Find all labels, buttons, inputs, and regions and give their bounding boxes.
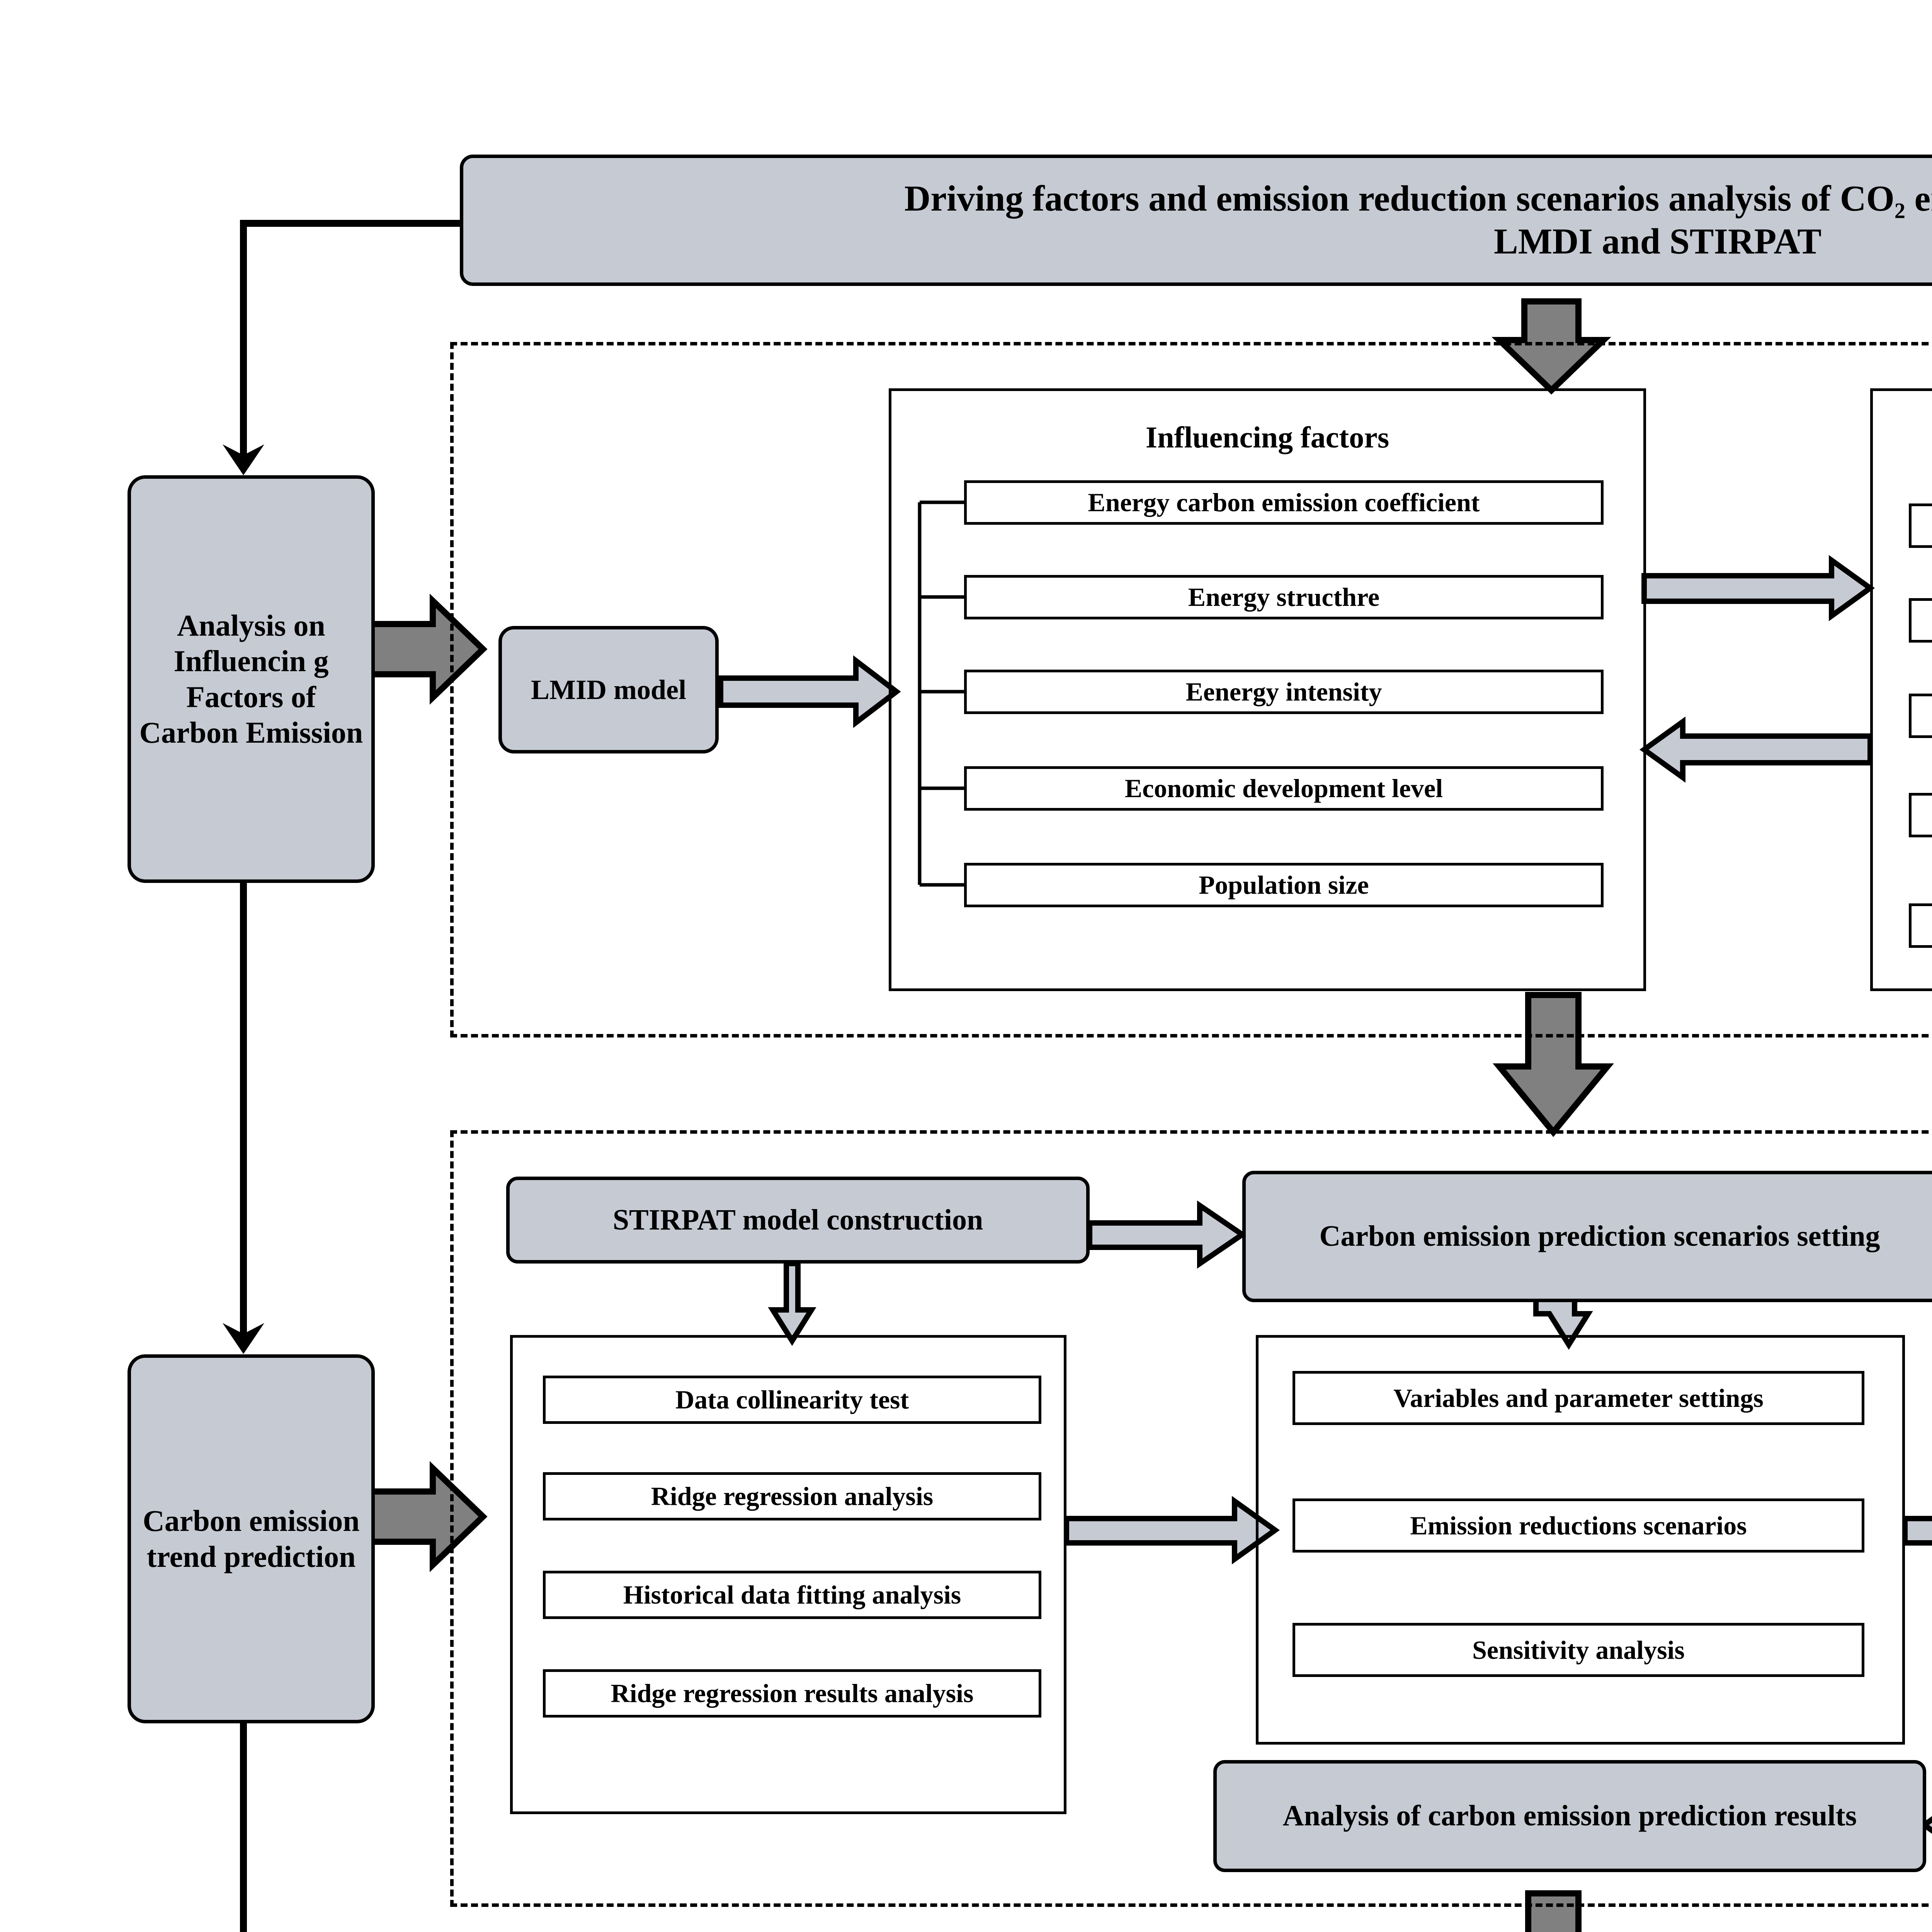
prediction-results-label: Analysis of carbon emission prediction r…: [1282, 1799, 1857, 1832]
arrowhead-stage2: [223, 1323, 264, 1354]
decomposition-item-1[interactable]: Energy carbon emission coefficient effec…: [1909, 503, 1932, 548]
lmid-model-box[interactable]: LMID model: [498, 626, 719, 753]
factor-item-5[interactable]: Population size: [964, 863, 1604, 907]
decomposition-item-4[interactable]: Economic development level effect: [1909, 793, 1932, 837]
factor-item-4[interactable]: Economic development level: [964, 766, 1604, 811]
decomposition-results-title: Influencing factors of decomposition res…: [1876, 396, 1932, 432]
section-1-container: [450, 342, 1932, 1037]
header-scenarios-label: Carbon emission prediction scenarios set…: [1319, 1220, 1880, 1253]
stirpat-item-2-label: Ridge regression analysis: [651, 1481, 934, 1511]
stirpat-item-4[interactable]: Ridge regression results analysis: [543, 1669, 1041, 1718]
section-2-container: [450, 1130, 1932, 1907]
factor-item-5-label: Population size: [1199, 870, 1369, 900]
header-stirpat[interactable]: STIRPAT model construction: [506, 1177, 1090, 1264]
stirpat-item-4-label: Ridge regression results analysis: [611, 1679, 974, 1708]
scenario-setting-item-2[interactable]: Emission reductions scenarios: [1293, 1498, 1864, 1553]
factor-item-3-label: Eenergy intensity: [1185, 677, 1382, 707]
factor-item-2-label: Energy structhre: [1188, 582, 1380, 612]
scenario-setting-item-2-label: Emission reductions scenarios: [1410, 1510, 1747, 1540]
header-stirpat-label: STIRPAT model construction: [612, 1203, 983, 1236]
stirpat-item-3[interactable]: Historical data fitting analysis: [543, 1571, 1041, 1619]
page-title-line1: Driving factors and emission reduction s…: [904, 179, 1932, 219]
stirpat-item-3-label: Historical data fitting analysis: [623, 1580, 961, 1610]
factor-item-2[interactable]: Energy structhre: [964, 575, 1604, 619]
stirpat-items-panel: [510, 1335, 1066, 1814]
scenario-setting-item-3-label: Sensitivity analysis: [1472, 1635, 1685, 1665]
lmid-model-label: LMID model: [531, 674, 686, 705]
stirpat-item-2[interactable]: Ridge regression analysis: [543, 1472, 1041, 1520]
page-title: Driving factors and emission reduction s…: [460, 155, 1932, 286]
stage-box-prediction[interactable]: Carbon emission trend prediction: [128, 1354, 375, 1723]
stirpat-item-1-label: Data collinearity test: [675, 1385, 909, 1415]
scenario-setting-item-1[interactable]: Variables and parameter settings: [1293, 1371, 1864, 1425]
page-title-line2: LMDI and STIRPAT: [1494, 221, 1821, 262]
stirpat-item-1[interactable]: Data collinearity test: [543, 1376, 1041, 1424]
prediction-results-box[interactable]: Analysis of carbon emission prediction r…: [1213, 1760, 1926, 1872]
decomposition-results-panel: [1870, 388, 1932, 991]
connector-title-to-stage1: [240, 220, 460, 458]
decomposition-item-2[interactable]: Energy structural effect: [1909, 598, 1932, 643]
factor-item-1-label: Energy carbon emission coefficient: [1088, 488, 1480, 517]
influencing-factors-title: Influencing factors: [889, 419, 1646, 456]
arrowhead-stage1: [223, 444, 264, 475]
scenario-setting-item-1-label: Variables and parameter settings: [1393, 1383, 1764, 1413]
factor-item-4-label: Economic development level: [1124, 774, 1443, 803]
scenario-setting-item-3[interactable]: Sensitivity analysis: [1293, 1623, 1864, 1677]
stage-box-analysis-label: Analysis on Influencin g Factors of Carb…: [139, 609, 363, 749]
influencing-factors-panel: [889, 388, 1646, 991]
factor-item-3[interactable]: Eenergy intensity: [964, 670, 1604, 714]
scenario-settings-panel: [1256, 1335, 1905, 1745]
factor-item-1[interactable]: Energy carbon emission coefficient: [964, 480, 1604, 525]
influencing-factors-title-text: Influencing factors: [1145, 420, 1389, 454]
stage-box-prediction-label: Carbon emission trend prediction: [143, 1504, 360, 1573]
decomposition-item-5[interactable]: Poulation scale effect: [1909, 903, 1932, 948]
decomposition-item-3[interactable]: Energy structure strength: [1909, 694, 1932, 738]
header-scenarios[interactable]: Carbon emission prediction scenarios set…: [1242, 1171, 1932, 1302]
stage-box-analysis[interactable]: Analysis on Influencin g Factors of Carb…: [128, 475, 375, 883]
